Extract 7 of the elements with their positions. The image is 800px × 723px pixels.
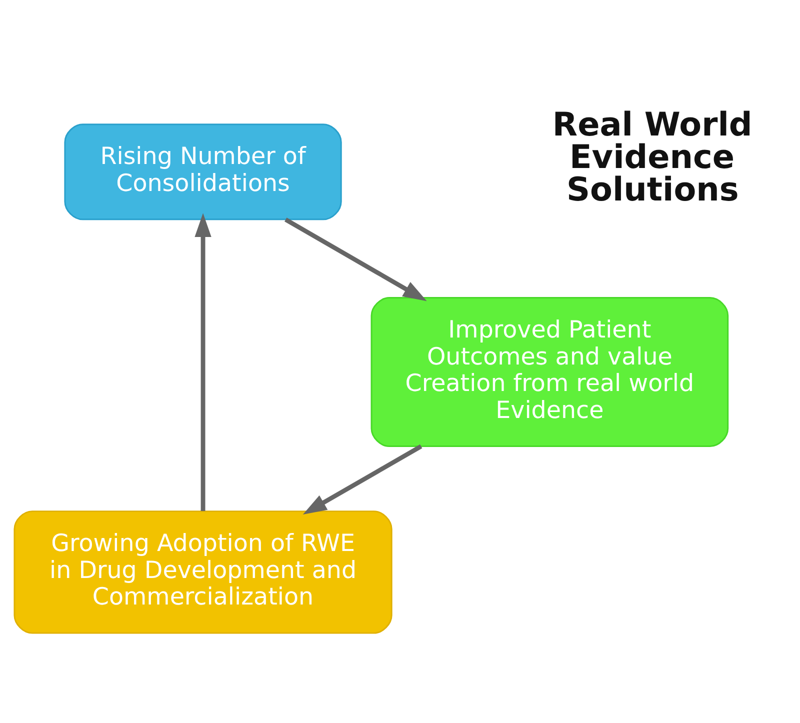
node-box: Improved Patient Outcomes and value Creation from real world Evidence [370, 297, 729, 448]
node-text: Real World Evidence Solutions [552, 105, 752, 209]
arrow [284, 218, 427, 302]
arrow [302, 444, 422, 515]
node-box: Rising Number of Consolidations [64, 124, 342, 220]
node-box: Growing Adoption of RWE in Drug Development and Commercialization [14, 510, 392, 634]
arrow [194, 213, 212, 511]
